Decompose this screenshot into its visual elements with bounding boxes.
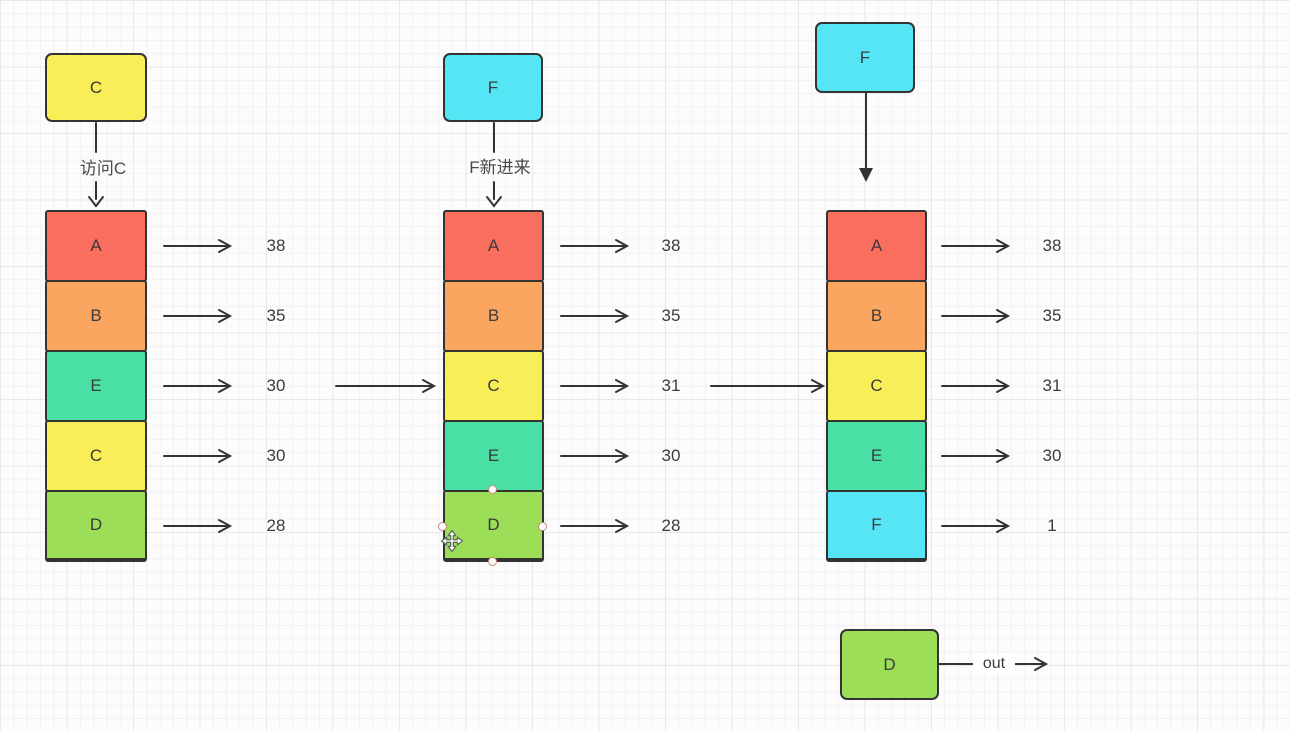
value-label[interactable]: 31 — [1042, 376, 1062, 395]
down-arrow-icon[interactable] — [85, 122, 107, 210]
box-label: D — [89, 515, 103, 534]
arrow-right-icon[interactable] — [941, 309, 1011, 323]
value-label[interactable]: 30 — [266, 376, 286, 395]
value-label[interactable]: 38 — [266, 236, 286, 255]
arrow-right-icon[interactable] — [163, 519, 233, 533]
arrow-right-icon[interactable] — [560, 449, 630, 463]
arrow-right-icon[interactable] — [163, 309, 233, 323]
box-label: C — [870, 376, 883, 395]
node-f-incoming[interactable]: F — [443, 53, 543, 122]
box-label: E — [870, 446, 883, 465]
down-arrow-solid-icon[interactable] — [855, 92, 877, 183]
edge-label-visit-c[interactable]: 访问C — [79, 159, 127, 178]
value-label[interactable]: 30 — [661, 446, 681, 465]
arrow-right-icon[interactable] — [560, 519, 630, 533]
value-label[interactable]: 31 — [661, 376, 681, 395]
value-label[interactable]: 28 — [266, 516, 286, 535]
box-label: A — [90, 236, 102, 255]
stack3-box-a[interactable]: A — [826, 210, 927, 282]
arrow-right-icon[interactable] — [163, 379, 233, 393]
box-label: B — [90, 306, 102, 325]
stack2-box-b[interactable]: B — [443, 280, 544, 352]
resize-handle-top[interactable] — [488, 485, 497, 494]
stack1-box-d[interactable]: D — [45, 490, 147, 562]
box-label: C — [487, 376, 500, 395]
stack1-box-e[interactable]: E — [45, 350, 147, 422]
value-label[interactable]: 35 — [1042, 306, 1062, 325]
box-label: E — [487, 446, 500, 465]
box-label: F — [871, 515, 882, 534]
down-arrow-icon[interactable] — [483, 122, 505, 210]
stack1-box-b[interactable]: B — [45, 280, 147, 352]
resize-handle-bottom[interactable] — [488, 557, 497, 566]
edge-label-f-enters[interactable]: F新进来 — [469, 158, 531, 177]
box-label: C — [89, 446, 103, 465]
stack3-box-b[interactable]: B — [826, 280, 927, 352]
stack3-box-c[interactable]: C — [826, 350, 927, 422]
arrow-right-icon[interactable] — [163, 239, 233, 253]
arrow-right-icon[interactable] — [941, 379, 1011, 393]
resize-handle-right[interactable] — [538, 522, 547, 531]
arrow-right-icon[interactable] — [941, 239, 1011, 253]
value-label[interactable]: 38 — [1042, 236, 1062, 255]
arrow-right-icon[interactable] — [560, 379, 630, 393]
link-arrow-state2-to-state3[interactable] — [710, 379, 828, 393]
stack3-box-e[interactable]: E — [826, 420, 927, 492]
arrow-right-icon[interactable] — [560, 309, 630, 323]
box-label: A — [870, 236, 883, 255]
move-cursor-icon — [440, 529, 464, 553]
box-label: E — [90, 376, 102, 395]
arrow-right-icon[interactable] — [163, 449, 233, 463]
stack1-box-c[interactable]: C — [45, 420, 147, 492]
value-label[interactable]: 28 — [661, 516, 681, 535]
value-label[interactable]: 30 — [1042, 446, 1062, 465]
box-label: A — [487, 236, 500, 255]
arrow-right-icon[interactable] — [941, 449, 1011, 463]
arrow-right-icon[interactable] — [941, 519, 1011, 533]
node-label: F — [487, 77, 499, 97]
arrow-right-icon[interactable] — [560, 239, 630, 253]
node-c-incoming[interactable]: C — [45, 53, 147, 122]
node-f-top[interactable]: F — [815, 22, 915, 93]
node-label: C — [89, 77, 103, 97]
box-label: B — [487, 306, 500, 325]
box-label: B — [870, 306, 883, 325]
link-arrow-state1-to-state2[interactable] — [335, 379, 439, 393]
resize-handle-left[interactable] — [438, 522, 447, 531]
stack1-box-a[interactable]: A — [45, 210, 147, 282]
edge-label-out[interactable]: out — [973, 654, 1015, 674]
value-label[interactable]: 35 — [661, 306, 681, 325]
stack3-box-f[interactable]: F — [826, 490, 927, 562]
value-label[interactable]: 35 — [266, 306, 286, 325]
value-label[interactable]: 30 — [266, 446, 286, 465]
node-label: F — [859, 47, 871, 67]
stack2-box-c[interactable]: C — [443, 350, 544, 422]
stack2-box-e[interactable]: E — [443, 420, 544, 492]
value-label[interactable]: 38 — [661, 236, 681, 255]
value-label[interactable]: 1 — [1047, 516, 1057, 535]
stack2-box-a[interactable]: A — [443, 210, 544, 282]
box-label: D — [487, 515, 500, 534]
node-d-evicted[interactable]: D — [840, 629, 939, 700]
node-label: D — [883, 654, 896, 674]
